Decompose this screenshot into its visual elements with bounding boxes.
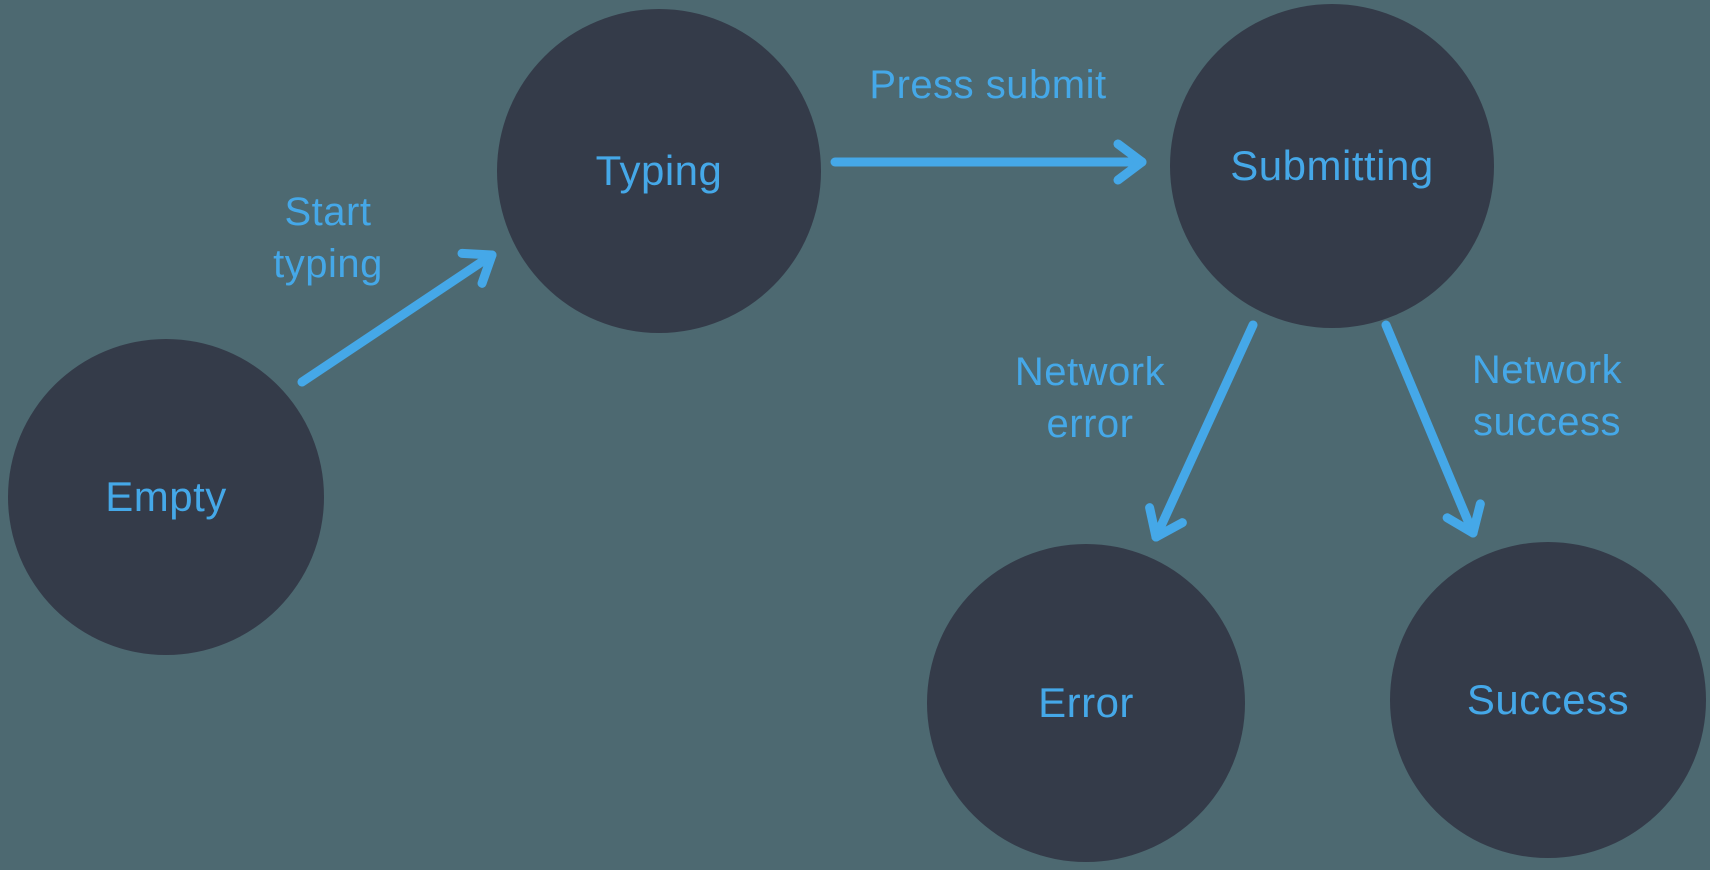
state-label-submitting: Submitting	[1230, 142, 1434, 189]
state-node-typing: Typing	[497, 9, 821, 333]
edge-network-success-arrow	[1381, 320, 1485, 538]
state-node-success: Success	[1390, 542, 1706, 858]
edge-label-press-submit: Press submit	[869, 63, 1107, 107]
edge-start-typing-arrow	[297, 248, 497, 387]
state-label-empty: Empty	[105, 473, 227, 520]
state-label-error: Error	[1038, 679, 1134, 726]
state-node-error: Error	[927, 544, 1245, 862]
edge-label-network-success: Network success	[1471, 348, 1623, 444]
state-node-empty: Empty	[8, 339, 324, 655]
state-label-success: Success	[1466, 676, 1630, 723]
edge-network-error-arrow	[1145, 320, 1258, 542]
edge-label-start-typing: Start typing	[273, 190, 383, 286]
state-label-typing: Typing	[595, 147, 723, 194]
state-node-submitting: Submitting	[1170, 4, 1494, 328]
edge-label-network-error: Network error	[1014, 350, 1166, 446]
